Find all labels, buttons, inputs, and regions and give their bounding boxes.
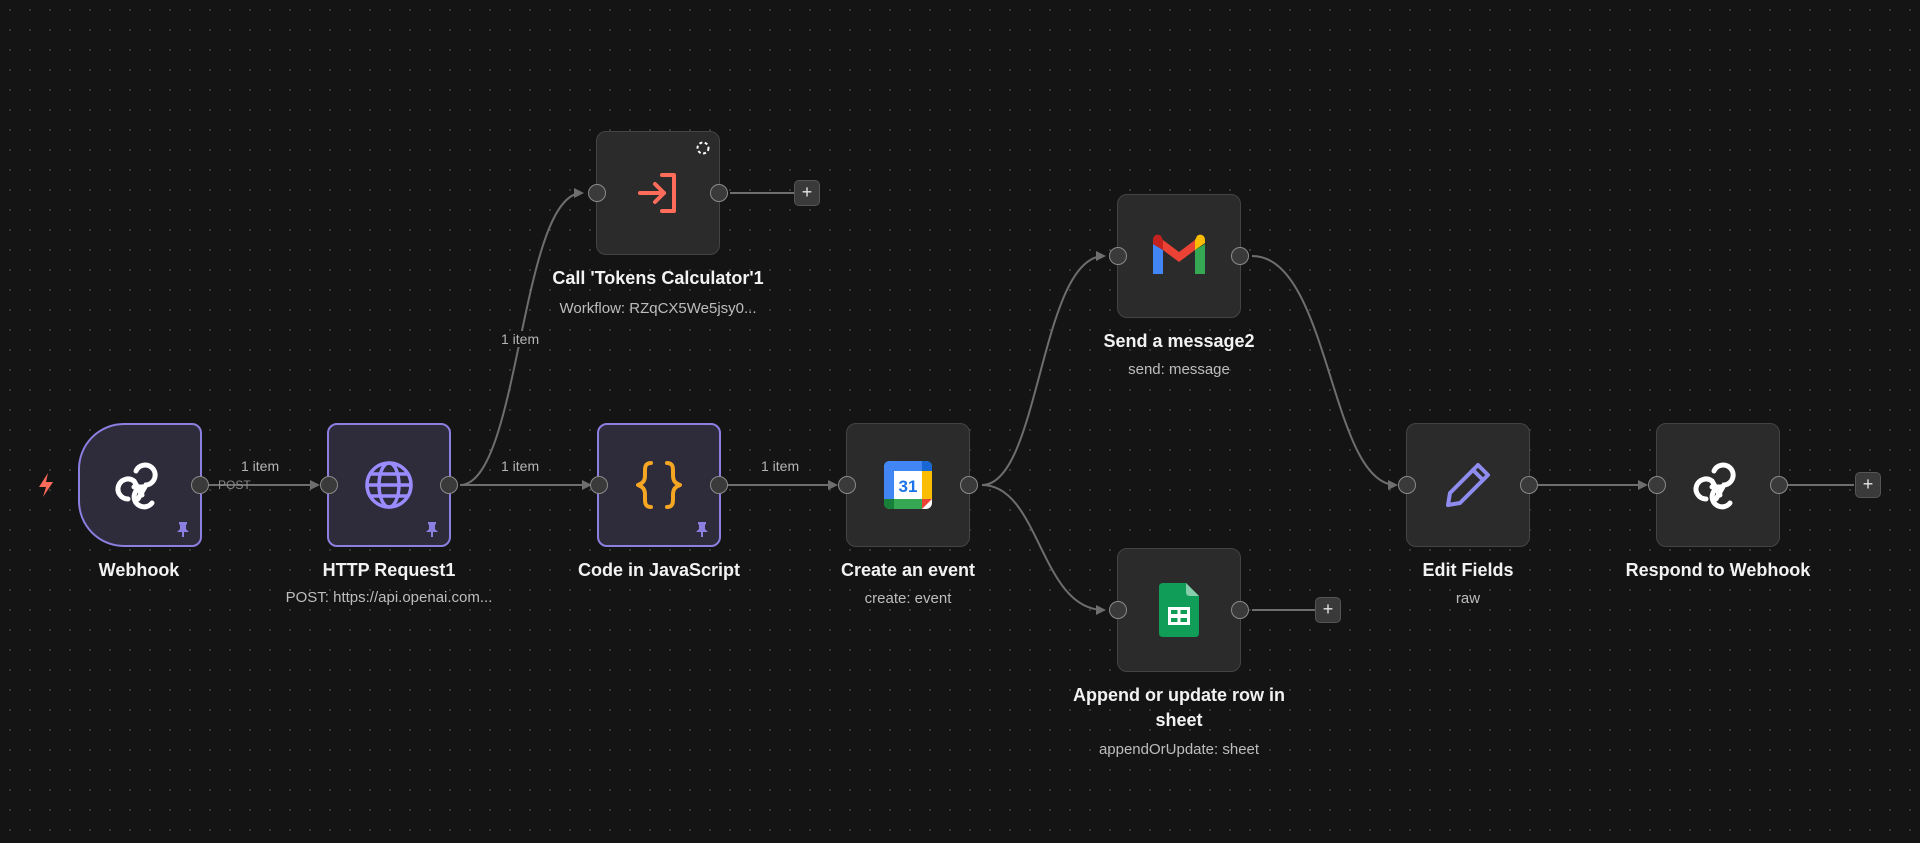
call-workflow-icon	[630, 165, 686, 221]
node-webhook[interactable]	[78, 423, 209, 547]
add-node-button[interactable]: +	[1315, 597, 1341, 623]
code-braces-icon	[631, 457, 687, 513]
input-port[interactable]	[1109, 247, 1127, 265]
input-port[interactable]	[1648, 476, 1666, 494]
google-calendar-icon: 31	[880, 457, 936, 513]
add-node-button[interactable]: +	[1855, 472, 1881, 498]
node-http-request[interactable]	[320, 423, 458, 547]
node-subtitle-calendar: create: event	[864, 590, 952, 607]
input-port[interactable]	[1398, 476, 1416, 494]
node-code-javascript[interactable]	[590, 423, 728, 547]
node-subtitle-sheets: appendOrUpdate: sheet	[1098, 741, 1260, 758]
node-title-edit: Edit Fields	[1422, 560, 1514, 580]
pencil-icon	[1440, 457, 1496, 513]
webhook-icon	[112, 457, 168, 513]
edge-method-label: POST	[218, 478, 251, 492]
node-append-row-sheet[interactable]	[1109, 548, 1249, 672]
edge-label-http-code: 1 item	[499, 458, 542, 474]
input-port[interactable]	[320, 476, 338, 494]
node-edit-fields[interactable]	[1398, 423, 1538, 547]
node-title-http: HTTP Request1	[322, 560, 456, 580]
node-title-respond: Respond to Webhook	[1625, 560, 1811, 580]
globe-icon	[361, 457, 417, 513]
output-port[interactable]	[1520, 476, 1538, 494]
output-port[interactable]	[710, 476, 728, 494]
input-port[interactable]	[1109, 601, 1127, 619]
add-node-button[interactable]: +	[794, 180, 820, 206]
output-port[interactable]	[1770, 476, 1788, 494]
edge-label-http-tokens: 1 item	[499, 331, 542, 347]
pin-icon[interactable]	[695, 521, 709, 537]
node-title-gmail: Send a message2	[1103, 331, 1255, 351]
input-port[interactable]	[588, 184, 606, 202]
node-title-calendar: Create an event	[840, 560, 976, 580]
node-send-message[interactable]	[1109, 194, 1249, 318]
node-subtitle-edit: raw	[1455, 590, 1481, 607]
wait-for-completion-icon	[696, 141, 710, 155]
node-respond-webhook[interactable]	[1648, 423, 1788, 547]
input-port[interactable]	[590, 476, 608, 494]
node-subtitle-tokens: Workflow: RZqCX5We5jsy0...	[559, 300, 757, 317]
edge-label-webhook-http: 1 item	[239, 458, 282, 474]
node-title-sheets: Append or update row in sheet	[1073, 685, 1285, 730]
pin-icon[interactable]	[425, 521, 439, 537]
node-create-event[interactable]: 31	[838, 423, 978, 547]
input-port[interactable]	[838, 476, 856, 494]
edge-label-code-calendar: 1 item	[759, 458, 802, 474]
google-sheets-icon	[1151, 582, 1207, 638]
node-subtitle-http: POST: https://api.openai.com...	[285, 589, 493, 606]
output-port[interactable]	[1231, 601, 1249, 619]
webhook-icon	[1690, 457, 1746, 513]
node-call-tokens-calculator[interactable]	[588, 131, 728, 255]
pin-icon[interactable]	[176, 521, 190, 537]
output-port[interactable]	[1231, 247, 1249, 265]
trigger-bolt-icon	[39, 473, 53, 497]
gmail-icon	[1151, 228, 1207, 284]
output-port[interactable]	[440, 476, 458, 494]
output-port[interactable]	[710, 184, 728, 202]
output-port[interactable]	[960, 476, 978, 494]
node-title-code: Code in JavaScript	[577, 560, 741, 580]
svg-text:31: 31	[899, 477, 918, 496]
node-title-webhook: Webhook	[98, 560, 180, 580]
node-subtitle-gmail: send: message	[1128, 361, 1230, 378]
node-title-tokens: Call 'Tokens Calculator'1	[552, 268, 764, 288]
output-port[interactable]	[191, 476, 209, 494]
